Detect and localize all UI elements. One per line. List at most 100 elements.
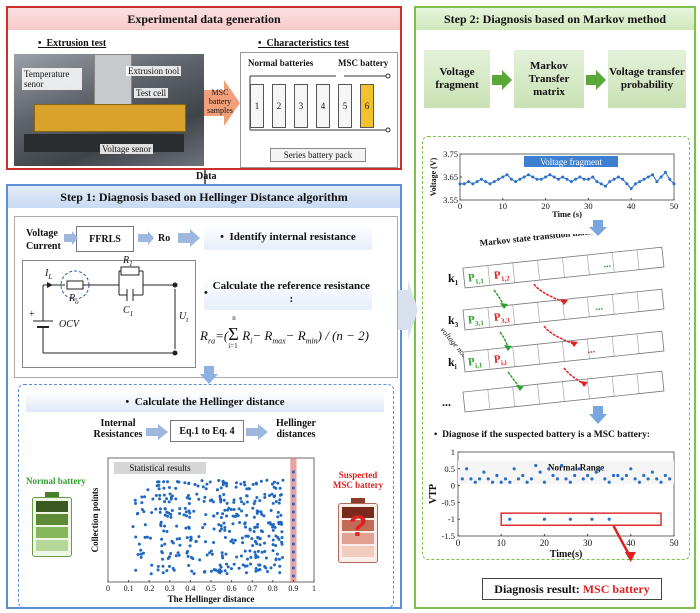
data-point xyxy=(157,487,161,491)
data-point xyxy=(187,509,191,513)
data-point xyxy=(254,569,258,573)
data-point xyxy=(271,522,275,526)
data-point xyxy=(158,493,162,497)
y-tick-label: -1.5 xyxy=(442,531,455,541)
hellinger-section xyxy=(18,384,394,608)
data-point xyxy=(529,477,534,481)
data-point xyxy=(281,478,285,482)
data-point xyxy=(547,467,551,471)
data-point xyxy=(535,177,539,181)
battery-pack-frame xyxy=(240,52,398,168)
data-point xyxy=(633,477,637,481)
data-point xyxy=(171,566,175,570)
data-point xyxy=(591,175,595,179)
matrix-cell-divider xyxy=(586,254,590,275)
data-point xyxy=(252,530,256,534)
data-point xyxy=(467,180,471,184)
ro-label: Ro xyxy=(158,233,171,244)
x-tick-label: 0.3 xyxy=(165,584,175,593)
data-point xyxy=(245,487,249,491)
x-tick-label: 0.8 xyxy=(268,584,278,593)
data-point xyxy=(170,509,174,513)
data-point xyxy=(503,477,508,481)
data-point xyxy=(134,501,138,505)
data-point xyxy=(137,542,141,546)
x-tick-label: 0.4 xyxy=(185,584,195,593)
data-point xyxy=(201,485,205,489)
data-point xyxy=(267,534,271,538)
data-point xyxy=(220,554,224,558)
matrix-cell-divider xyxy=(537,384,540,405)
battery-cell: 1 xyxy=(250,84,264,128)
data-point xyxy=(251,506,255,510)
data-point xyxy=(651,173,655,177)
y-tick-label: 3.75 xyxy=(443,149,458,159)
data-point xyxy=(548,173,552,177)
data-point xyxy=(499,480,503,484)
matrix-cell-divider xyxy=(537,302,540,323)
data-point xyxy=(221,483,225,487)
data-point xyxy=(256,549,260,553)
matrix-cell-divider xyxy=(611,252,615,273)
suspected-point xyxy=(291,518,295,522)
data-point xyxy=(201,526,205,530)
data-point xyxy=(269,508,273,512)
data-point xyxy=(143,523,147,527)
battery-cap xyxy=(45,492,59,497)
diagnosis-result-value: MSC battery xyxy=(582,581,650,596)
data-point xyxy=(183,506,187,510)
y-tick-label: 1 xyxy=(451,447,455,457)
data-point xyxy=(581,477,585,481)
data-point xyxy=(232,562,236,566)
data-point xyxy=(219,524,223,528)
data-point xyxy=(149,572,153,576)
y-tick-label: 3.55 xyxy=(443,195,458,205)
data-point xyxy=(569,180,573,184)
data-point xyxy=(215,511,219,515)
data-point xyxy=(508,517,512,521)
data-point xyxy=(482,470,486,474)
probability-subscript: i,1 xyxy=(475,361,483,370)
data-point xyxy=(590,517,594,521)
data-point xyxy=(158,507,162,511)
data-point xyxy=(534,463,538,468)
data-point xyxy=(140,501,144,505)
data-point xyxy=(232,500,236,504)
data-point xyxy=(235,512,239,516)
data-point xyxy=(526,173,530,177)
data-point xyxy=(616,175,620,179)
data-point xyxy=(273,563,277,567)
data-point xyxy=(542,517,546,521)
data-point xyxy=(218,569,222,573)
data-point xyxy=(142,510,146,514)
matrix-cell-divider xyxy=(512,346,516,367)
data-point xyxy=(258,499,262,503)
data-point xyxy=(195,492,199,496)
data-point xyxy=(218,563,222,567)
data-point xyxy=(184,510,188,514)
data-point xyxy=(603,477,607,481)
battery-cell: 2 xyxy=(272,84,286,128)
data-point xyxy=(271,538,275,542)
data-point xyxy=(224,552,228,556)
bullet: • xyxy=(204,286,211,299)
data-point xyxy=(203,522,207,526)
data-point xyxy=(246,534,250,538)
data-point xyxy=(611,473,616,478)
data-point xyxy=(178,507,182,511)
flow-markov-matrix: Markov Transfer matrix xyxy=(514,50,584,108)
experimental-header xyxy=(8,8,400,30)
data-point xyxy=(177,480,181,484)
data-point xyxy=(269,566,273,570)
data-point xyxy=(265,570,269,574)
data-point xyxy=(268,493,272,497)
battery-cell: 6 xyxy=(360,84,374,128)
data-point xyxy=(646,477,650,481)
data-point xyxy=(232,498,236,502)
data-point xyxy=(232,508,236,512)
data-point xyxy=(198,558,202,562)
extrusion-photo xyxy=(14,54,204,166)
data-point xyxy=(235,555,239,559)
